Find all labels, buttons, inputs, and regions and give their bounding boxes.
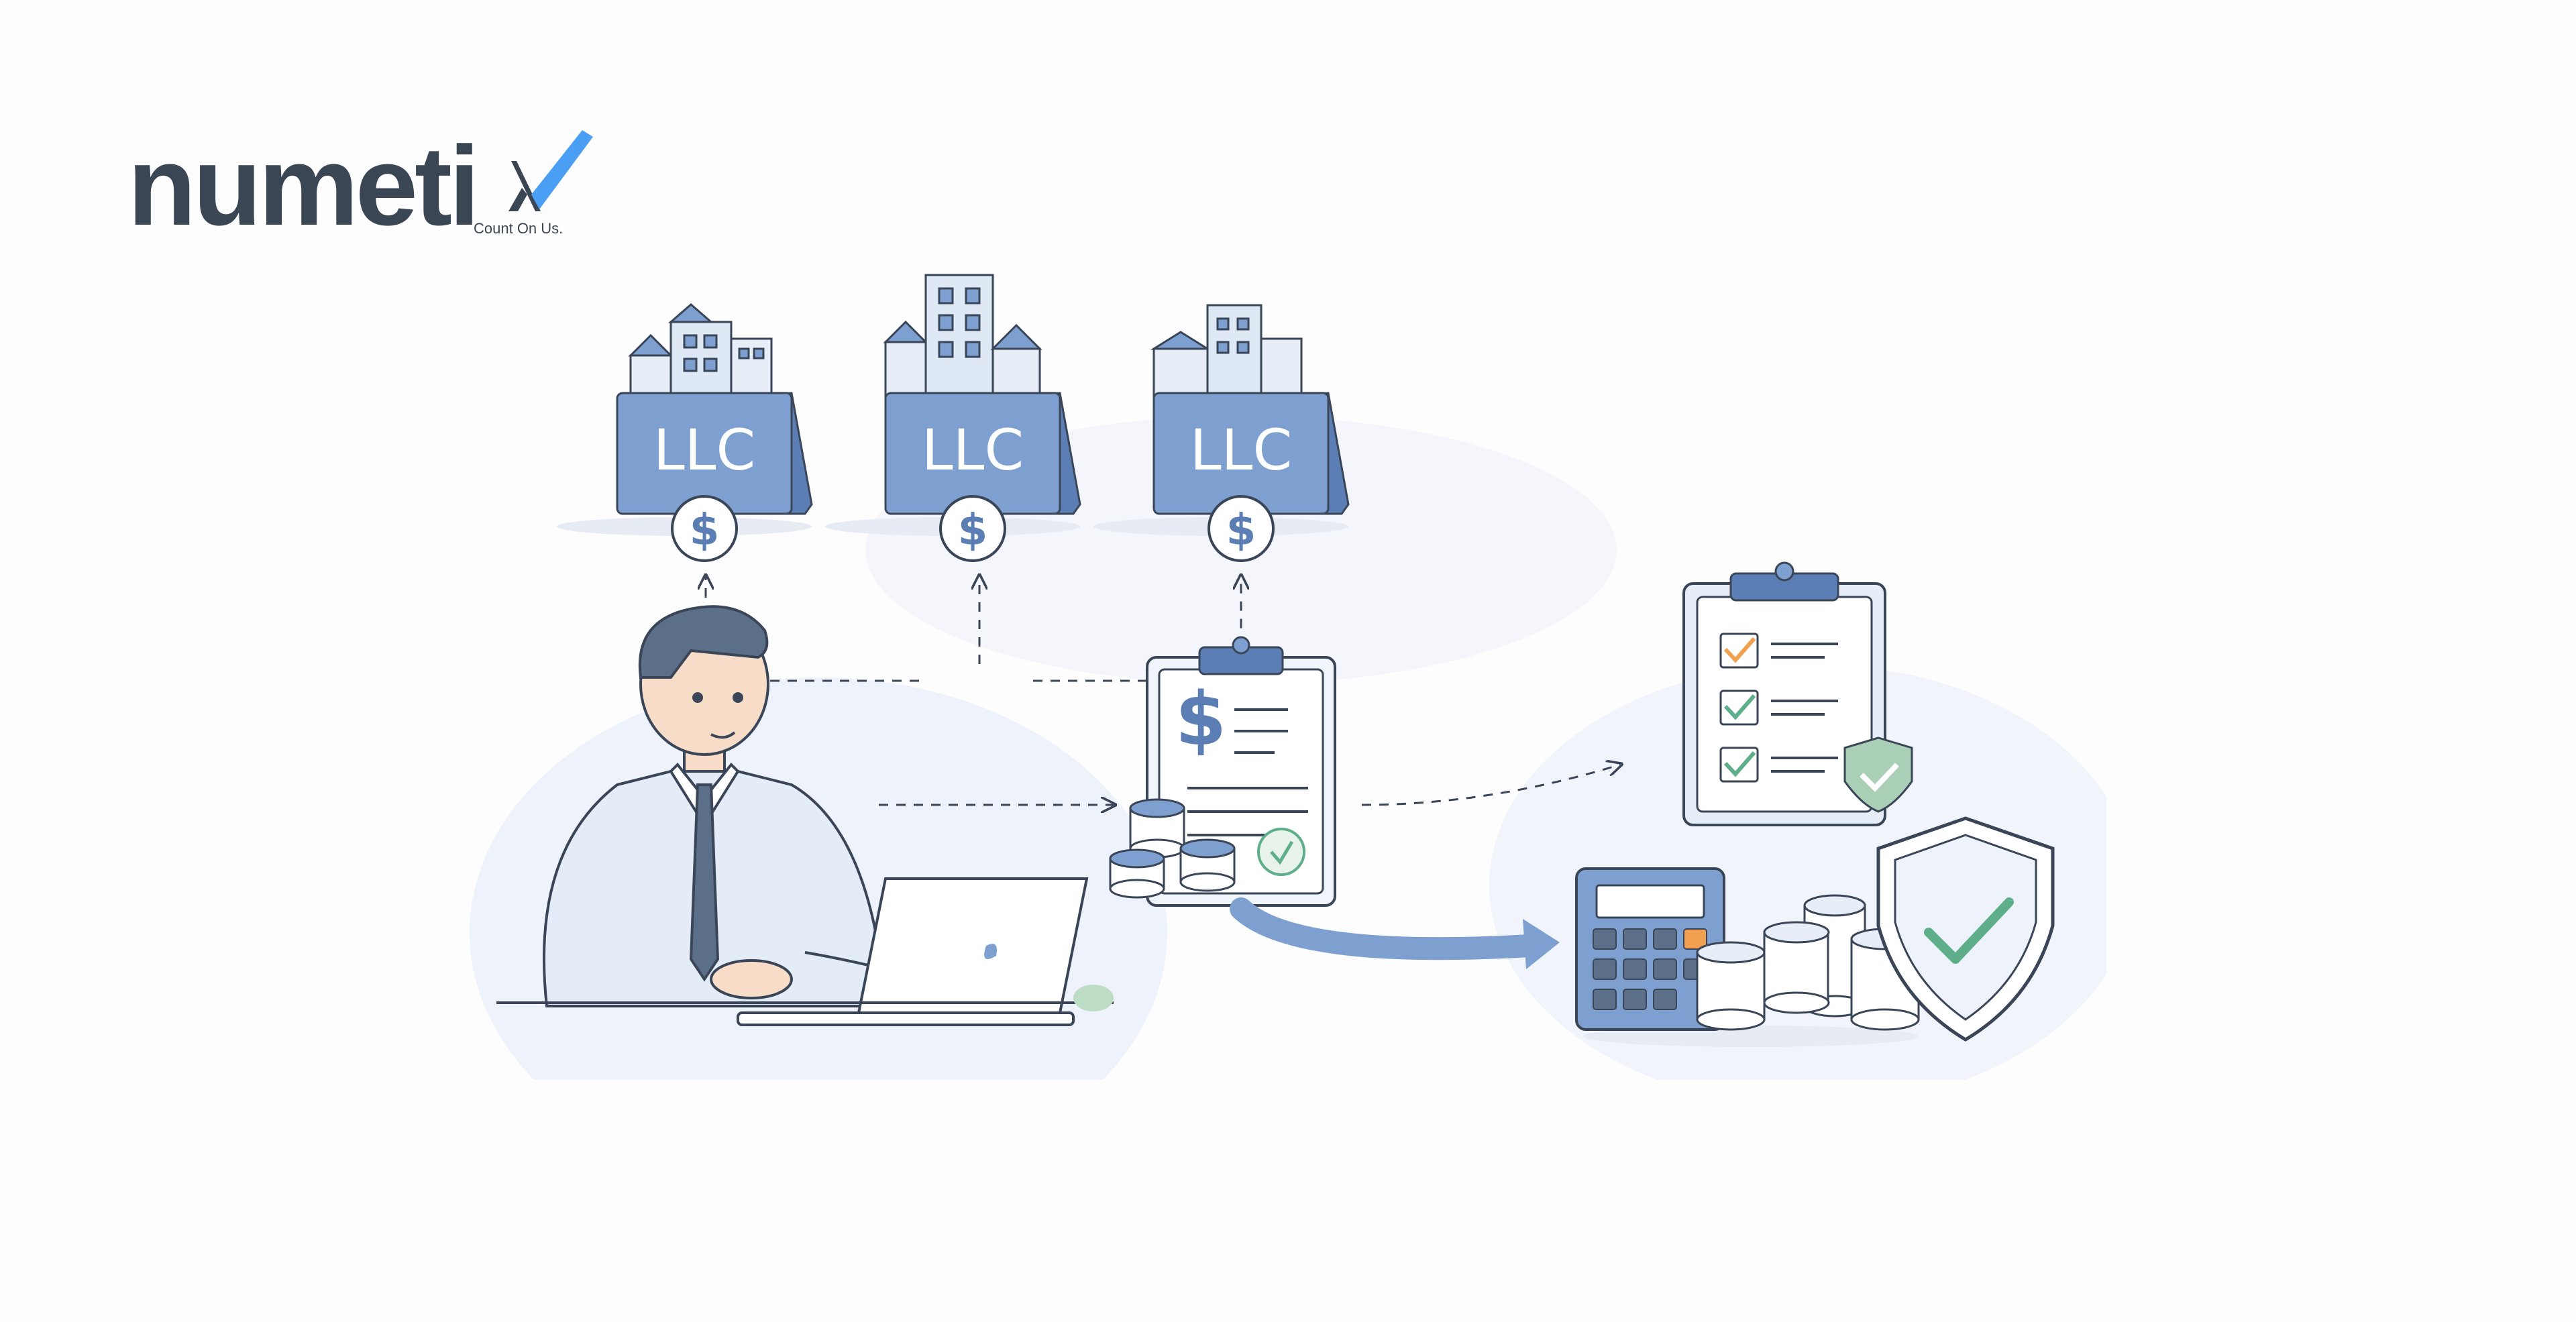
dollar-icon: $ (939, 495, 1006, 562)
calculator-icon (1575, 867, 1919, 1047)
numetix-logo: numeti Count On Us. (127, 127, 597, 245)
checklist-clipboard (1682, 561, 1913, 826)
shield-check-icon (1876, 816, 2055, 1042)
llc-folder-2: LLC $ (825, 274, 1081, 562)
logo-tagline: Count On Us. (474, 220, 564, 237)
invoice-clipboard: $ (1146, 636, 1336, 907)
coin-stack-icon (1109, 798, 1236, 899)
folder-label: LLC (1190, 417, 1292, 483)
checkmark-x-icon (508, 130, 593, 211)
llc-folder-1: LLC $ (557, 303, 813, 562)
buildings-icon (628, 303, 773, 404)
checkbox-icon (1719, 690, 1759, 726)
folder-label: LLC (922, 417, 1024, 483)
svg-text:$: $ (958, 506, 988, 555)
curved-arrow (1230, 897, 1560, 969)
accounting-illustration: LLC $ LLC $ (470, 274, 2106, 1080)
llc-folder-3: LLC $ (1093, 304, 1350, 562)
svg-text:$: $ (1175, 676, 1227, 762)
folder-label: LLC (653, 417, 755, 483)
svg-text:$: $ (1226, 506, 1256, 555)
laptop-icon (496, 877, 1114, 1026)
checkbox-icon (1719, 747, 1759, 783)
plant-icon (1073, 985, 1114, 1011)
checkbox-icon (1719, 632, 1759, 669)
buildings-icon (883, 274, 1042, 404)
accountant-figure (542, 605, 900, 1007)
svg-text:$: $ (690, 506, 720, 555)
shield-check-icon (1843, 736, 1913, 813)
dollar-icon: $ (1208, 495, 1275, 562)
buildings-icon (1150, 304, 1303, 404)
logo-wordmark: numeti (127, 123, 480, 249)
dollar-icon: $ (671, 495, 738, 562)
